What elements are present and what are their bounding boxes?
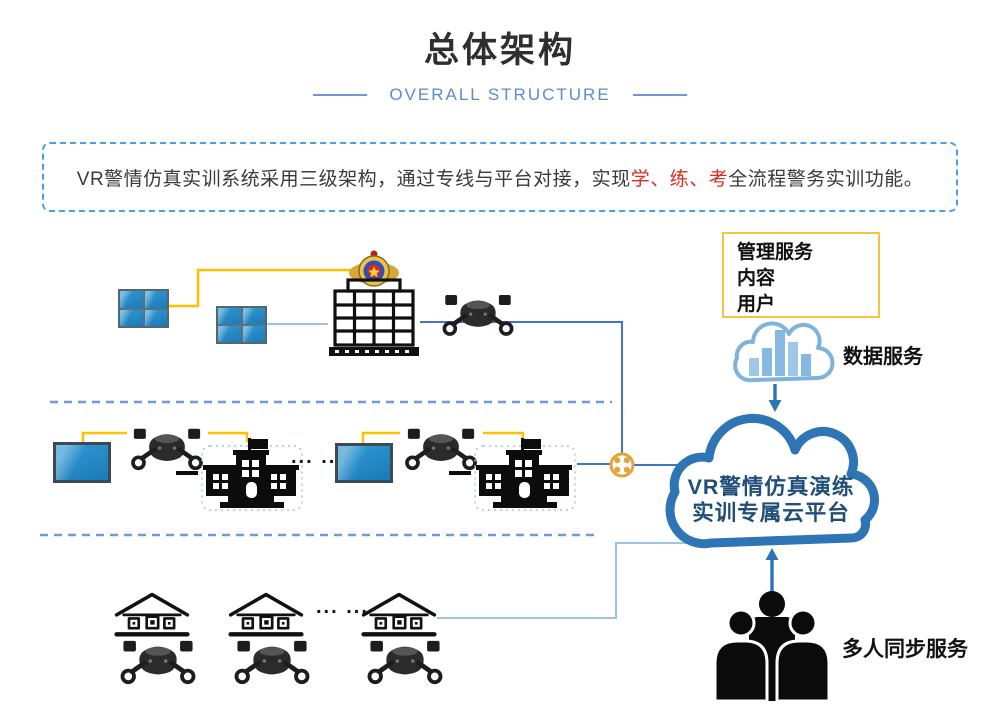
ellipsis-bottom: ... ... [316,596,369,618]
school-building-icon-2 [449,438,577,512]
video-wall-screen-1 [118,289,169,328]
vr-headset-icon-home2 [229,638,315,686]
classroom-screen-b [335,443,393,483]
cloud-platform-icon [645,410,897,550]
arrow-datacloud-to-cloud [768,384,782,412]
mgmt-item-content: 内容 [737,268,776,289]
arrow-people-to-cloud [765,548,779,595]
subtitle-left-rule [313,94,368,96]
school-building-icon-1 [176,438,304,512]
yellow-line-screen1-to-building [168,268,350,308]
data-service-cloud-icon [723,318,841,392]
vr-headset-icon-classroom2 [400,426,482,472]
people-group-icon [709,588,835,704]
yellow-link-screenB-headset [361,431,400,443]
screen-cell [120,309,143,326]
mgmt-item-users: 用户 [737,294,776,315]
intro-text-highlight: 学、练、考 [630,168,729,190]
cloud-platform-label: VR警情仿真演练 实训专属云平台 [655,474,887,526]
vr-headset-icon-home3 [362,638,448,686]
intro-box: VR警情仿真实训系统采用三级架构，通过专线与平台对接，实现学、练、考全流程警务实… [42,142,958,212]
data-service-label: 数据服务 [843,346,923,368]
vr-headset-icon-hq [438,292,518,338]
yellow-link-screenA-headset [81,431,127,443]
multi-sync-label: 多人同步服务 [842,638,968,661]
house-icon-1 [112,591,192,637]
page-title: 总体架构 [423,31,576,70]
screen-cell [144,291,167,308]
screen-cell [120,291,143,308]
page-subtitle-row: OVERALL STRUCTURE [0,85,1000,105]
blue-line-houses-to-cloud [437,542,704,619]
intro-text: VR警情仿真实训系统采用三级架构，通过专线与平台对接，实现学、练、考全流程警务实… [77,164,923,191]
cloud-label-line1: VR警情仿真演练 [687,475,855,499]
network-node-icon [609,452,635,478]
mgmt-item-services: 管理服务 [737,242,814,263]
classroom-screen-a [53,442,111,483]
house-icon-3 [359,591,439,637]
cloud-label-line2: 实训专属云平台 [692,501,850,525]
vr-headset-icon-classroom1 [126,426,208,472]
house-icon-2 [226,591,306,637]
screen-cell [218,326,241,342]
screen-cell [144,309,167,326]
screen-cell [218,308,241,324]
video-wall-screen-2 [216,306,267,344]
intro-text-before: VR警情仿真实训系统采用三级架构，通过专线与平台对接，实现 [76,168,631,190]
ellipsis-mid: ... ... [291,446,344,468]
subtitle-right-rule [632,94,687,96]
yellow-link-headset-school1 [208,431,249,442]
intro-text-after: 全流程警务实训功能。 [728,168,924,190]
screen-cell [242,308,265,324]
screen-cell [242,326,265,342]
management-services-box: 管理服务 内容 用户 [722,232,880,318]
vr-headset-icon-home1 [115,638,201,686]
police-headquarters-building-icon [327,247,421,359]
page-subtitle: OVERALL STRUCTURE [389,85,611,104]
